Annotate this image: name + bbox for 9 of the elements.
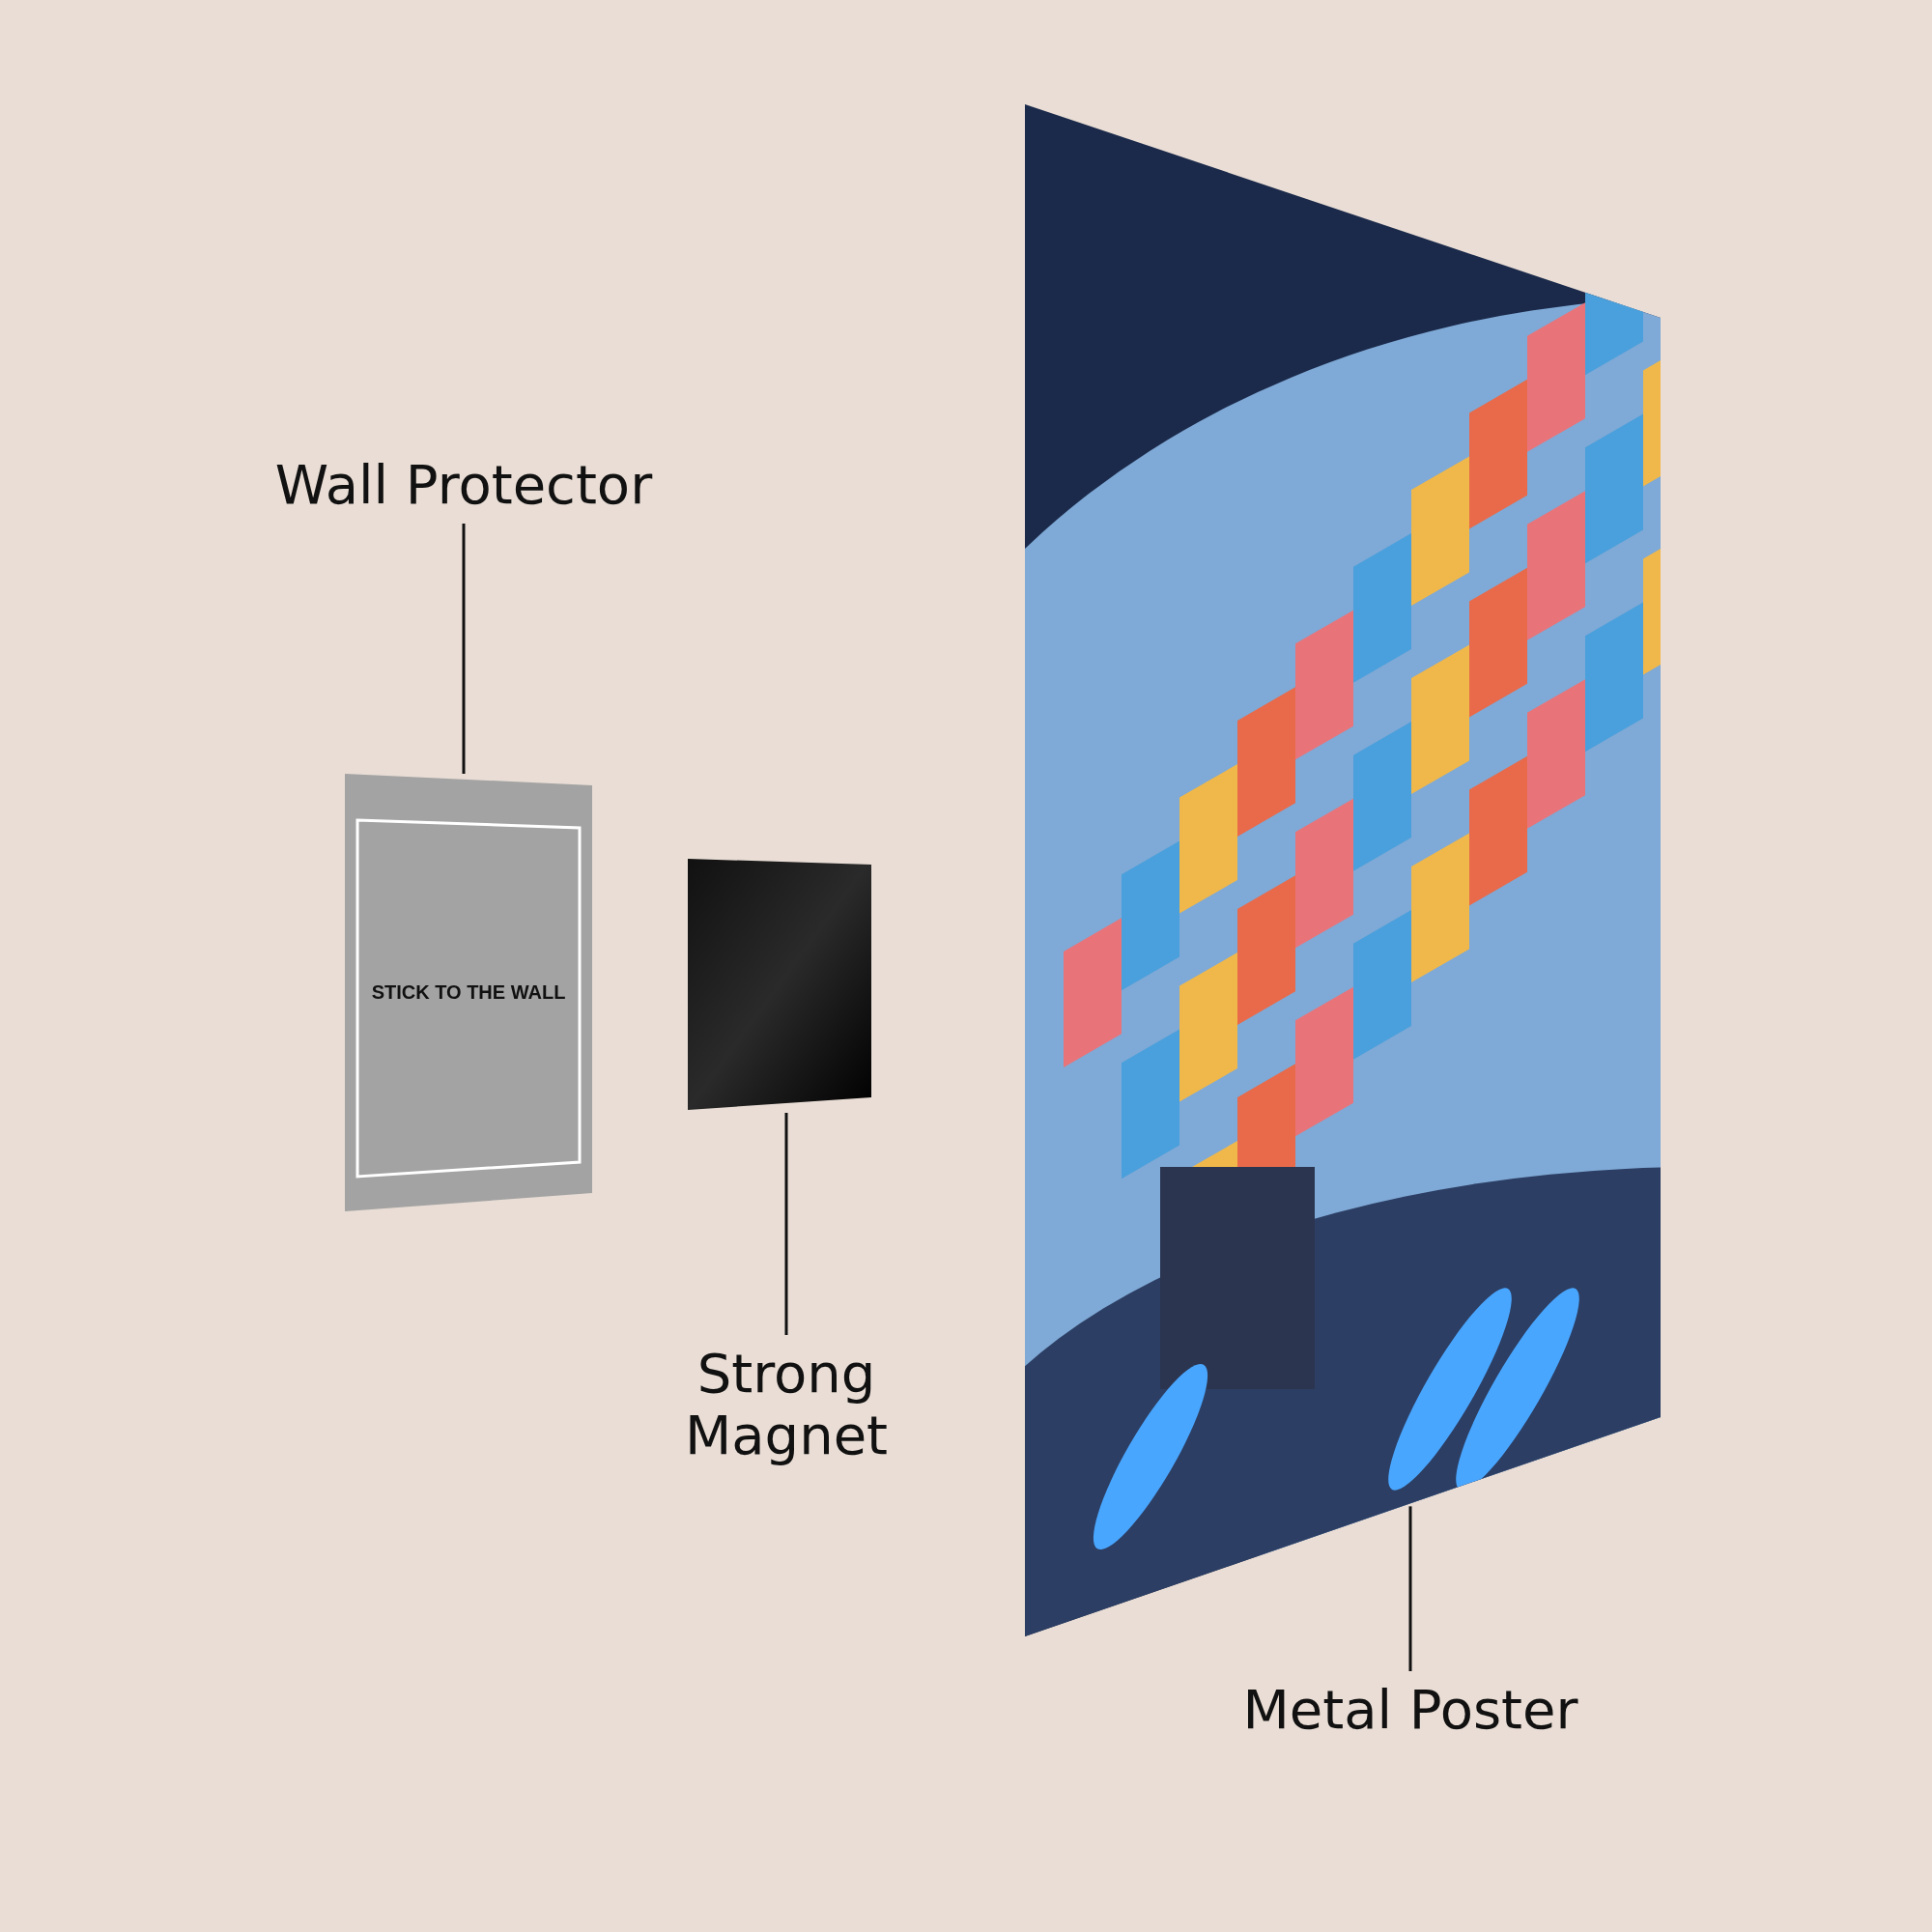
part-label: Metal Poster (1241, 1679, 1579, 1742)
magnet-plate (688, 859, 871, 1110)
part-label: Wall Protector (273, 454, 654, 517)
leader-line (784, 1113, 788, 1335)
leader-line (1408, 1506, 1412, 1671)
leader-line (462, 524, 466, 774)
wall-protector-sheet (345, 774, 592, 1211)
part-label: Strong Magnet (683, 1343, 890, 1467)
sheet-text: STICK TO THE WALL (371, 981, 566, 1004)
